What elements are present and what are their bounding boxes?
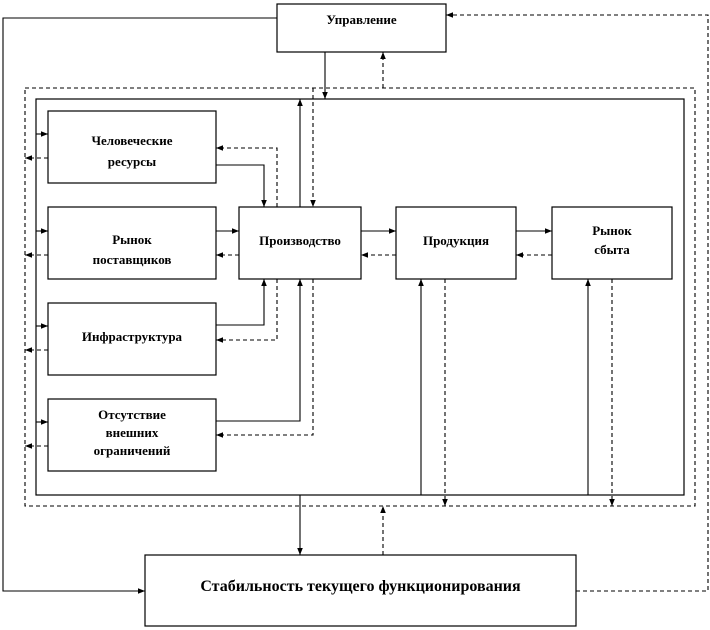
svg-text:Продукция: Продукция bbox=[423, 233, 489, 248]
svg-text:ограничений: ограничений bbox=[94, 443, 171, 458]
svg-text:Управление: Управление bbox=[326, 12, 397, 27]
node-sales-market: Рынок сбыта bbox=[551, 206, 673, 280]
node-products: Продукция bbox=[395, 206, 517, 280]
svg-text:Рынок: Рынок bbox=[592, 223, 632, 238]
arrow-limits-to-production bbox=[216, 279, 303, 422]
arrow-production-to-infra bbox=[216, 279, 278, 343]
outer-dashed-frame bbox=[24, 87, 696, 507]
svg-text:сбыта: сбыта bbox=[594, 242, 630, 257]
node-no-external-limits: Отсутствие внешних ограничений bbox=[47, 398, 217, 472]
arrow-infra-to-production bbox=[216, 279, 267, 326]
arrow-production-to-hr bbox=[216, 145, 278, 207]
arrow-hr-to-production bbox=[216, 164, 267, 207]
node-human-resources: Человеческие ресурсы bbox=[47, 110, 217, 184]
node-stability: Стабильность текущего функционирования bbox=[144, 554, 577, 627]
svg-text:Отсутствие: Отсутствие bbox=[98, 407, 166, 422]
loop-management-to-stability bbox=[2, 17, 277, 594]
node-management: Управление bbox=[276, 3, 447, 53]
svg-text:Человеческие: Человеческие bbox=[91, 133, 172, 148]
inner-solid-frame bbox=[35, 98, 685, 496]
loop-stability-to-management bbox=[446, 12, 709, 592]
svg-text:Инфраструктура: Инфраструктура bbox=[82, 329, 183, 344]
arrow-production-to-limits bbox=[216, 279, 314, 438]
node-production: Производство bbox=[238, 206, 362, 280]
svg-text:внешних: внешних bbox=[106, 425, 159, 440]
svg-text:Рынок: Рынок bbox=[112, 232, 152, 247]
svg-text:поставщиков: поставщиков bbox=[93, 252, 172, 267]
svg-text:ресурсы: ресурсы bbox=[108, 154, 156, 169]
node-supplier-market: Рынок поставщиков bbox=[47, 206, 217, 280]
svg-text:Производство: Производство bbox=[259, 233, 341, 248]
svg-text:Стабильность текущего функцион: Стабильность текущего функционирования bbox=[200, 578, 521, 595]
node-infrastructure: Инфраструктура bbox=[47, 302, 217, 376]
